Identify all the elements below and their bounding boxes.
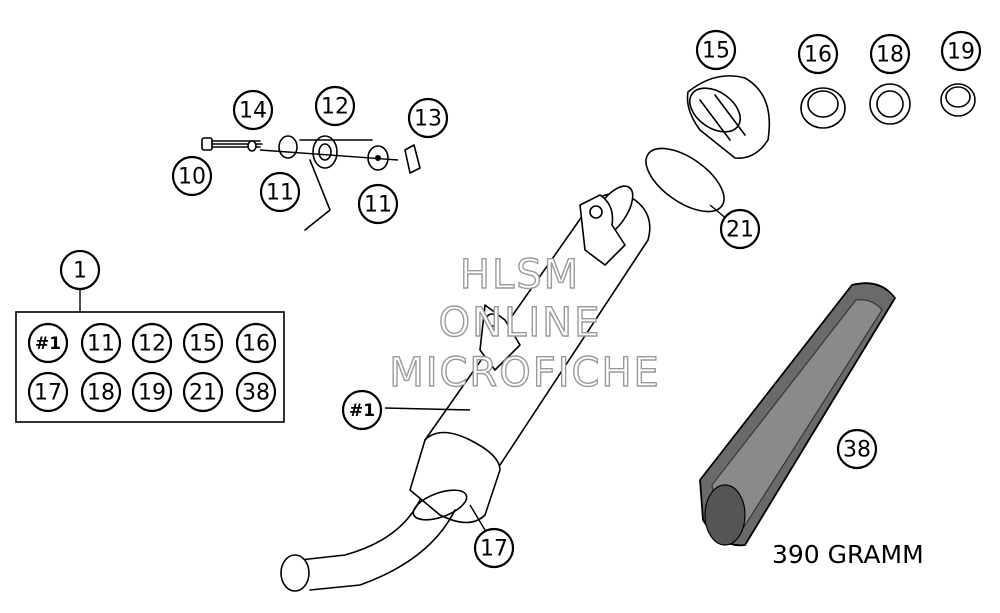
callout-11b: 11 (357, 183, 399, 225)
kit-item-label: 19 (138, 381, 166, 406)
kit-item-label: 18 (87, 381, 115, 406)
weight-label: 390 GRAMM (772, 540, 924, 569)
callout-18: 18 (869, 33, 911, 75)
watermark-line-2: ONLINE (439, 300, 602, 346)
callout-label: 21 (726, 218, 754, 243)
kit-item: 17 (27, 371, 69, 413)
callout-label: 14 (239, 99, 267, 124)
kit-item: 15 (182, 322, 224, 364)
o-ring (645, 147, 729, 221)
callout-15: 15 (695, 29, 737, 71)
callout-38: 38 (836, 428, 878, 470)
watermark: HLSM ONLINE MICROFICHE (388, 251, 661, 396)
callout-label: 18 (876, 43, 904, 68)
silencer-body (280, 185, 651, 592)
kit-item: #1 (27, 322, 69, 364)
end-cap (686, 75, 771, 159)
kit-item-label: 15 (189, 332, 217, 357)
callout-1: 1 (59, 249, 101, 291)
kit-item: 11 (80, 322, 122, 364)
kit-item-label: 12 (138, 332, 166, 357)
callout-label: 19 (947, 40, 975, 65)
watermark-line-1: HLSM (460, 252, 580, 298)
callout-10: 10 (171, 155, 213, 197)
kit-item: 19 (131, 371, 173, 413)
watermark-line-3: MICROFICHE (389, 350, 661, 396)
kit-item-label: 21 (189, 381, 217, 406)
kit-item: 21 (182, 371, 224, 413)
callout-label: 16 (804, 43, 832, 68)
callout-label: 1 (73, 259, 87, 284)
kit-item: 38 (235, 371, 277, 413)
kit-item: 12 (131, 322, 173, 364)
ring-19 (940, 83, 976, 117)
callout-label: 15 (702, 39, 730, 64)
callout-12: 12 (314, 85, 356, 127)
kit-item-label: 38 (242, 381, 270, 406)
kit-item-label: 16 (242, 332, 270, 357)
callout-hash1: #1 (341, 389, 383, 431)
callout-label: 10 (178, 165, 206, 190)
callout-label: 11 (364, 193, 392, 218)
callout-label: 11 (266, 181, 294, 206)
callout-label: 12 (321, 95, 349, 120)
callout-label: 17 (480, 537, 508, 562)
callout-14: 14 (232, 89, 274, 131)
kit-item-label: 17 (34, 381, 62, 406)
callout-11a: 11 (259, 171, 301, 213)
kit-item: 18 (80, 371, 122, 413)
callout-19: 19 (940, 30, 982, 72)
callout-13: 13 (407, 97, 449, 139)
packing-wool (699, 282, 897, 547)
callout-21: 21 (719, 208, 761, 250)
ring-18 (869, 83, 911, 125)
ring-16 (800, 87, 846, 129)
callout-label: #1 (349, 401, 375, 421)
mounting-hardware (201, 135, 421, 231)
kit-item: 16 (235, 322, 277, 364)
kit-item-label: #1 (35, 334, 61, 354)
callout-label: 38 (843, 438, 871, 463)
callout-17: 17 (473, 527, 515, 569)
kit-item-label: 11 (87, 332, 115, 357)
callout-label: 13 (414, 107, 442, 132)
callout-16: 16 (797, 33, 839, 75)
